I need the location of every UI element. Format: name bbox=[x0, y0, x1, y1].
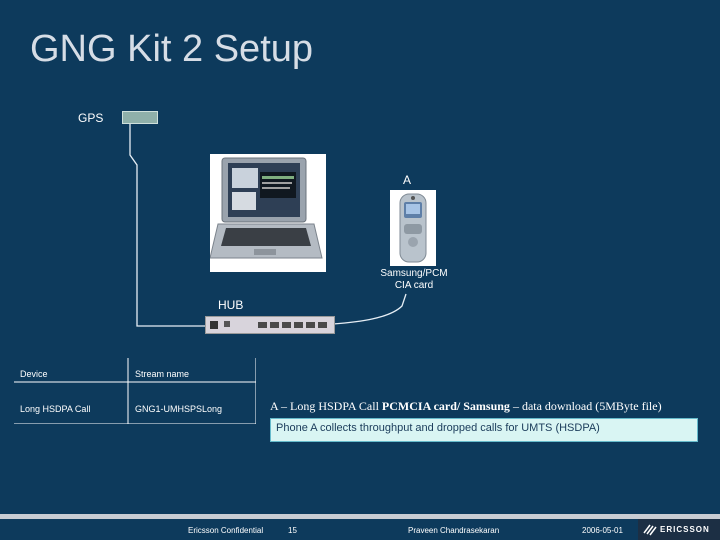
table-cell-device: Long HSDPA Call bbox=[20, 404, 91, 414]
note-box bbox=[270, 418, 698, 442]
page-title: GNG Kit 2 Setup bbox=[30, 28, 314, 70]
table-header-stream: Stream name bbox=[135, 369, 190, 379]
note-text: Phone A collects throughput and dropped … bbox=[276, 422, 600, 434]
footer-divider bbox=[0, 514, 720, 519]
footer-author: Praveen Chandrasekaran bbox=[408, 526, 500, 535]
flip-phone-icon bbox=[390, 190, 436, 266]
table-header-device: Device bbox=[20, 369, 48, 379]
gps-receiver-icon bbox=[122, 111, 158, 124]
footer-date: 2006-05-01 bbox=[582, 526, 623, 535]
table-cell-stream: GNG1-UMHSPSLong bbox=[135, 404, 223, 414]
device-stream-table: Device Stream name Long HSDPA Call GNG1-… bbox=[14, 358, 256, 424]
description-bold: PCMCIA card/ Samsung bbox=[381, 399, 510, 413]
samsung-label: Samsung/PCM CIA card bbox=[380, 268, 448, 291]
logo-text: ERICSSON bbox=[660, 525, 710, 534]
footer-page-number: 15 bbox=[288, 526, 297, 535]
description-prefix: A – Long HSDPA Call bbox=[270, 399, 382, 413]
gps-label: GPS bbox=[78, 111, 104, 125]
footer-confidential: Ericsson Confidential bbox=[188, 526, 264, 535]
laptop-icon bbox=[209, 154, 326, 272]
call-description: A – Long HSDPA Call PCMCIA card/ Samsung… bbox=[270, 399, 662, 414]
description-suffix: – data download (5MByte file) bbox=[509, 399, 662, 413]
hub-label: HUB bbox=[218, 298, 244, 312]
device-a-label: A bbox=[403, 173, 412, 187]
ericsson-logo-icon: ERICSSON bbox=[638, 519, 720, 540]
hub-icon bbox=[205, 316, 335, 334]
